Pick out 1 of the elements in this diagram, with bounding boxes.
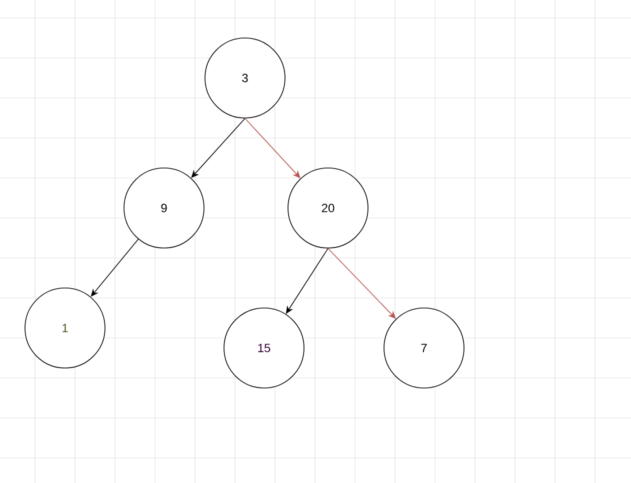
arrow xyxy=(328,248,396,319)
